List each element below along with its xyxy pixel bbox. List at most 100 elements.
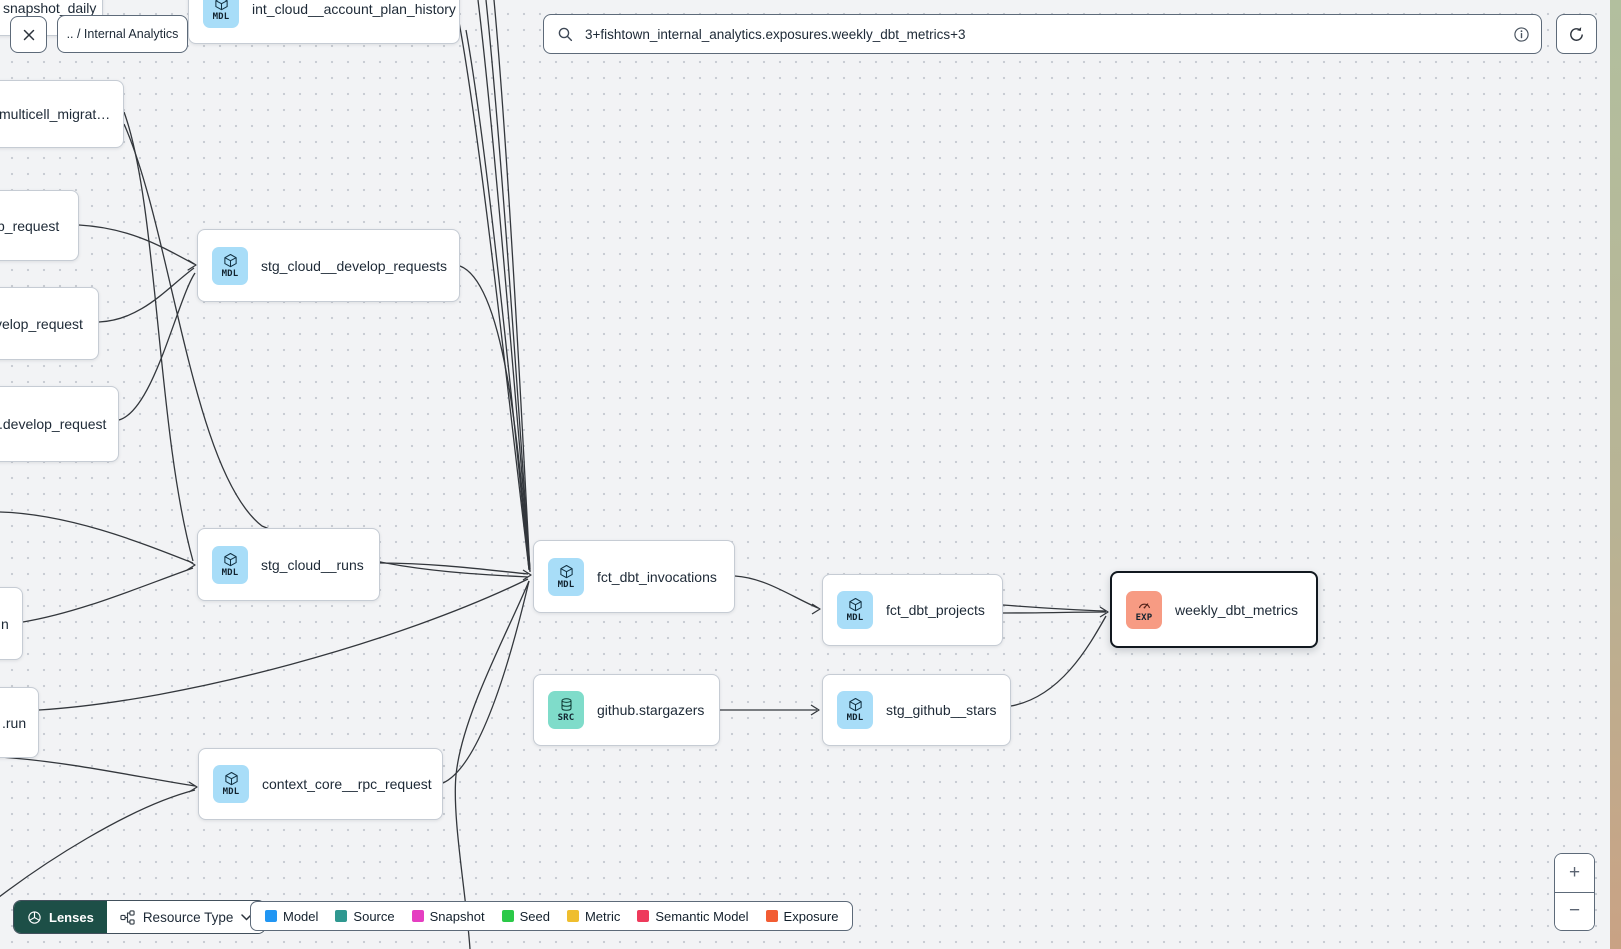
graph-node-p_request[interactable]: p_request	[0, 190, 79, 261]
close-button[interactable]	[10, 16, 47, 53]
source-database-icon	[560, 698, 572, 711]
legend-swatch	[411, 910, 424, 922]
graph-node-run_cut[interactable]: .run	[0, 687, 39, 758]
lineage-edge	[493, 0, 531, 573]
zoom-in-button[interactable]: +	[1555, 854, 1594, 893]
graph-node-fct_dbt_projects[interactable]: MDL fct_dbt_projects	[822, 574, 1003, 646]
node-label: fct_dbt_projects	[886, 602, 985, 618]
graph-node-stg_cloud__runs[interactable]: MDL stg_cloud__runs	[197, 528, 380, 601]
lineage-edge	[454, 580, 530, 949]
edge-arrowhead	[810, 704, 820, 716]
lenses-label: Lenses	[49, 909, 94, 925]
badge-label: MDL	[846, 713, 864, 723]
lineage-edge	[458, 21, 530, 570]
legend-label: Seed	[519, 908, 550, 924]
search-bar	[543, 14, 1542, 54]
chevron-down-icon	[241, 913, 253, 921]
legend-swatch	[265, 910, 277, 922]
lineage-edge	[38, 578, 529, 711]
node-label: multicell_migrat…	[0, 106, 111, 122]
node-badge-mdl: MDL	[837, 691, 873, 729]
graph-node-weekly_dbt_metrics[interactable]: EXP weekly_dbt_metrics	[1110, 571, 1318, 648]
desktop-edge-strip	[1610, 0, 1621, 949]
legend-label: Source	[353, 908, 395, 924]
node-label: velop_request	[0, 315, 83, 332]
lineage-edge	[78, 224, 195, 265]
node-label: .run	[2, 714, 27, 731]
node-label: stg_cloud__develop_requests	[261, 257, 448, 274]
legend-item-metric: Metric	[566, 908, 621, 924]
edge-arrowhead	[1099, 606, 1109, 618]
graph-node-velop_request[interactable]: velop_request	[0, 287, 99, 360]
resource-type-dropdown[interactable]: Resource Type	[106, 901, 266, 933]
node-badge-mdl: MDL	[837, 591, 873, 629]
lenses-icon	[28, 910, 41, 924]
edge-arrowhead	[188, 781, 198, 793]
info-icon[interactable]	[1513, 26, 1530, 43]
model-cube-icon	[848, 597, 862, 612]
graph-node-develop_request[interactable]: .develop_request	[0, 386, 119, 462]
lineage-edge	[477, 0, 531, 570]
refresh-button[interactable]	[1556, 14, 1597, 54]
lineage-edge	[1002, 611, 1107, 614]
node-label: weekly_dbt_metrics	[1175, 601, 1298, 618]
node-label: stg_cloud__runs	[261, 556, 364, 573]
graph-node-stg_github__stars[interactable]: MDL stg_github__stars	[822, 674, 1011, 746]
badge-label: EXP	[1135, 612, 1153, 623]
edge-arrowhead	[187, 259, 197, 271]
node-label: n	[1, 615, 9, 632]
legend-swatch	[637, 910, 650, 922]
model-cube-icon	[559, 564, 573, 578]
edge-arrowhead	[811, 603, 821, 615]
badge-label: MDL	[212, 12, 230, 22]
node-badge-mdl: MDL	[213, 765, 249, 803]
model-cube-icon	[224, 771, 238, 786]
badge-label: MDL	[222, 787, 240, 797]
lineage-edge	[123, 123, 529, 578]
close-icon	[23, 29, 34, 40]
node-badge-mdl: MDL	[212, 545, 248, 584]
zoom-out-button[interactable]: −	[1555, 892, 1594, 930]
refresh-icon	[1570, 26, 1583, 41]
node-badge-src: SRC	[548, 691, 584, 729]
lenses-button[interactable]: Lenses	[14, 901, 107, 933]
lineage-edge	[98, 267, 195, 323]
lineage-edge	[465, 29, 530, 571]
legend-item-seed: Seed	[501, 908, 550, 924]
lineage-edge	[0, 789, 196, 898]
lineage-edge	[1010, 615, 1107, 707]
node-label: snapshot_daily	[3, 0, 97, 16]
zoom-controls: + −	[1554, 853, 1595, 931]
legend-label: Exposure	[783, 908, 839, 924]
graph-node-n_cut[interactable]: n	[0, 587, 23, 660]
lineage-edge	[22, 567, 194, 623]
legend-label: Snapshot	[429, 908, 485, 924]
lenses-group: Lenses Resource Type	[13, 900, 267, 934]
legend-label: Metric	[584, 908, 621, 924]
node-badge-exp: EXP	[1126, 590, 1162, 629]
resource-type-icon	[120, 909, 135, 925]
legend-item-model: Model	[265, 909, 318, 924]
minus-icon: −	[1568, 900, 1581, 922]
lineage-edge	[734, 575, 819, 609]
model-cube-icon	[223, 552, 237, 566]
node-label: stg_github__stars	[886, 702, 997, 718]
edge-arrowhead	[522, 569, 532, 581]
search-input[interactable]	[583, 25, 1503, 43]
badge-label: MDL	[221, 567, 239, 578]
graph-node-multicell_migrat[interactable]: multicell_migrat…	[0, 80, 124, 148]
badge-label: MDL	[557, 579, 575, 590]
edge-arrowhead	[186, 559, 196, 571]
legend-swatch	[501, 910, 514, 922]
node-label: p_request	[0, 217, 60, 234]
breadcrumb[interactable]: .. / Internal Analytics	[57, 15, 188, 53]
breadcrumb-label: .. / Internal Analytics	[66, 27, 179, 41]
legend-swatch	[765, 910, 778, 922]
